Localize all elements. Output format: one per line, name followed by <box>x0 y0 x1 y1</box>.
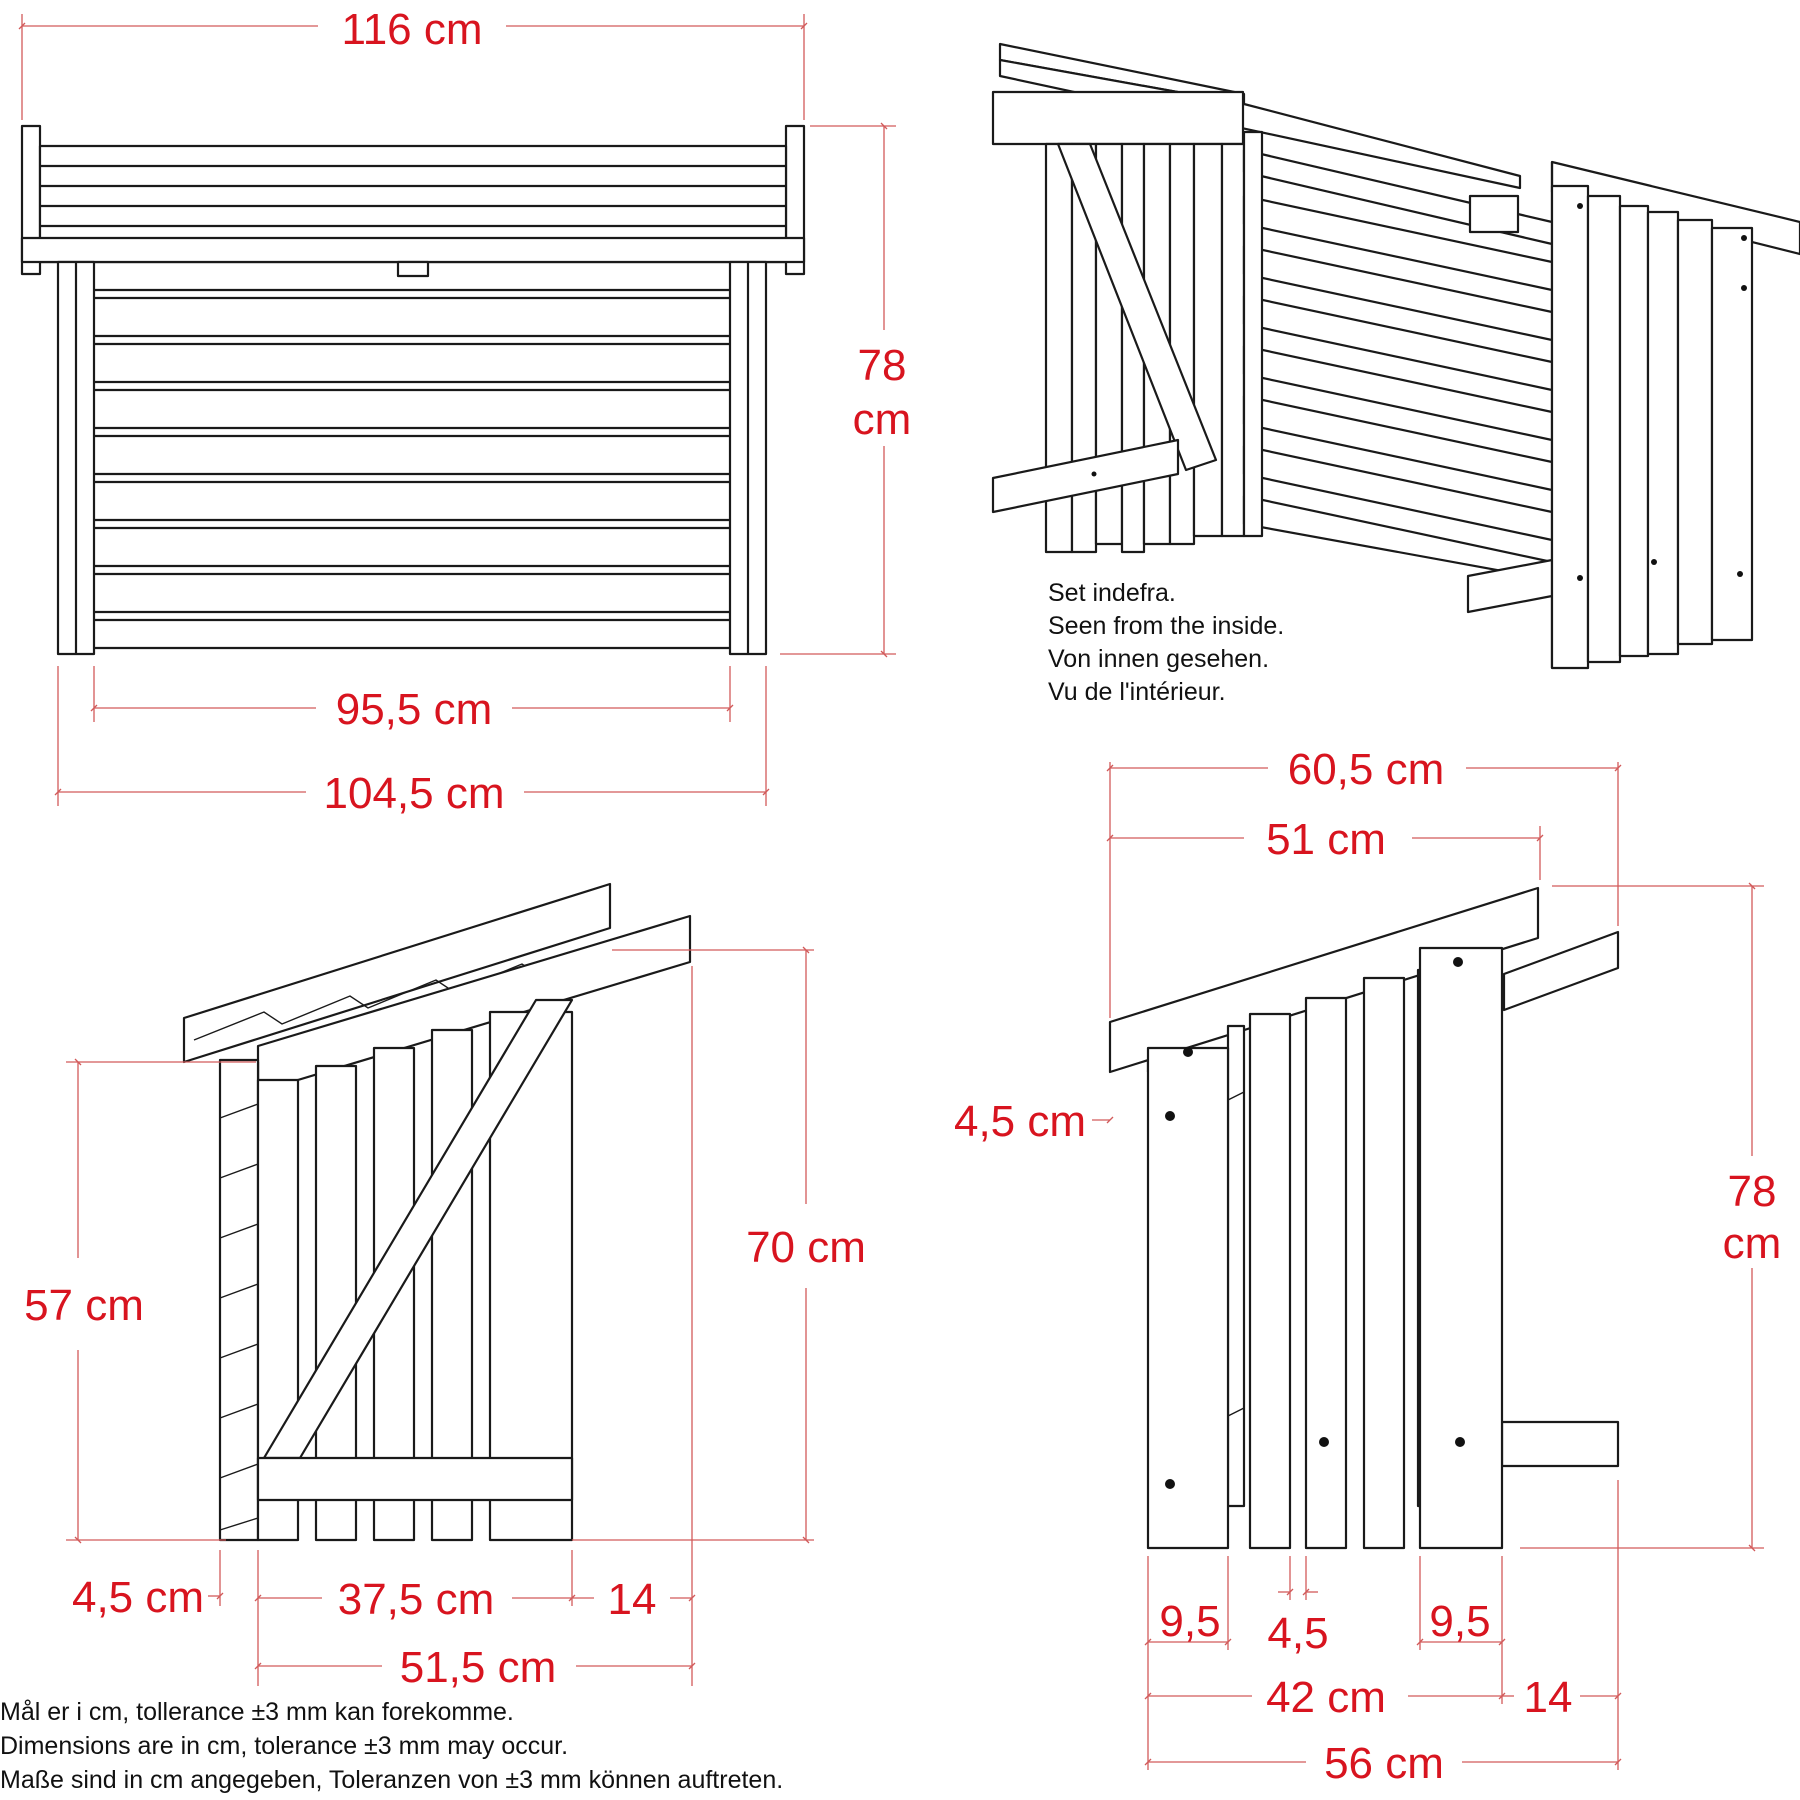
back-overhang-label: 14 <box>1524 1673 1573 1722</box>
note-line-en: Dimensions are in cm, tolerance ±3 mm ma… <box>0 1732 568 1760</box>
back-front-boards <box>1146 946 1504 1550</box>
inside-right-side-boards <box>1550 184 1754 670</box>
side-total-depth-label: 51,5 cm <box>400 1643 557 1692</box>
side-inner-depth-label: 37,5 cm <box>338 1575 495 1624</box>
side-roof <box>182 882 692 1094</box>
inside-left-frame <box>991 90 1246 554</box>
back-roof <box>1108 886 1620 1074</box>
back-total-width-label: 56 cm <box>1324 1739 1444 1788</box>
inside-caption: Set indefra. Seen from the inside. Von i… <box>1048 579 1284 706</box>
front-height-unit: cm <box>853 395 912 444</box>
front-inner-width-label: 95,5 cm <box>336 685 493 734</box>
back-dimensions: 60,5 cm 51 cm 4,5 cm 78 cm 9,5 4,5 <box>954 745 1781 1788</box>
side-front-post <box>218 1058 260 1542</box>
back-inner-width-label: 42 cm <box>1266 1673 1386 1722</box>
front-outer-width-label: 104,5 cm <box>324 769 505 818</box>
side-dimensions: 57 cm 70 cm 4,5 cm 37,5 cm 14 51,5 cm <box>24 946 866 1692</box>
tolerance-notes: Mål er i cm, tollerance ±3 mm kan foreko… <box>0 1698 783 1794</box>
back-gap-label: 4,5 <box>1267 1609 1328 1658</box>
inside-back-wall <box>1242 130 1554 614</box>
front-view: 116 cm 78 cm 95,5 cm 104,5 cm <box>18 5 912 818</box>
caption-line-en: Seen from the inside. <box>1048 612 1284 640</box>
caption-line-de: Von innen gesehen. <box>1048 645 1269 673</box>
back-height-label: 78 <box>1728 1167 1777 1216</box>
note-line-da: Mål er i cm, tollerance ±3 mm kan foreko… <box>0 1698 514 1726</box>
caption-line-fr: Vu de l'intérieur. <box>1048 678 1226 706</box>
side-overhang-label: 14 <box>608 1575 657 1624</box>
side-right-height-label: 70 cm <box>746 1223 866 1272</box>
inside-view: Set indefra. Seen from the inside. Von i… <box>991 42 1800 706</box>
side-left-height-label: 57 cm <box>24 1281 144 1330</box>
back-height-unit: cm <box>1723 1219 1782 1268</box>
front-back-boards <box>94 288 730 650</box>
back-board-span-label: 51 cm <box>1266 815 1386 864</box>
side-post-width-label: 4,5 cm <box>72 1573 204 1622</box>
back-board-right-label: 9,5 <box>1429 1597 1490 1646</box>
front-dimensions: 116 cm 78 cm 95,5 cm 104,5 cm <box>18 5 912 818</box>
back-roof-thickness-label: 4,5 cm <box>954 1097 1086 1146</box>
note-line-de: Maße sind in cm angegeben, Toleranzen vo… <box>0 1766 783 1794</box>
front-posts <box>56 260 768 656</box>
front-width-top-label: 116 cm <box>341 5 482 54</box>
front-roof <box>20 124 806 278</box>
side-wall-boards <box>256 998 574 1542</box>
front-height-label: 78 <box>858 341 907 390</box>
back-board-left-label: 9,5 <box>1159 1597 1220 1646</box>
side-view: 57 cm 70 cm 4,5 cm 37,5 cm 14 51,5 cm <box>24 882 866 1692</box>
caption-line-da: Set indefra. <box>1048 579 1176 607</box>
back-view: 60,5 cm 51 cm 4,5 cm 78 cm 9,5 4,5 <box>954 745 1781 1788</box>
back-roof-width-label: 60,5 cm <box>1288 745 1445 794</box>
